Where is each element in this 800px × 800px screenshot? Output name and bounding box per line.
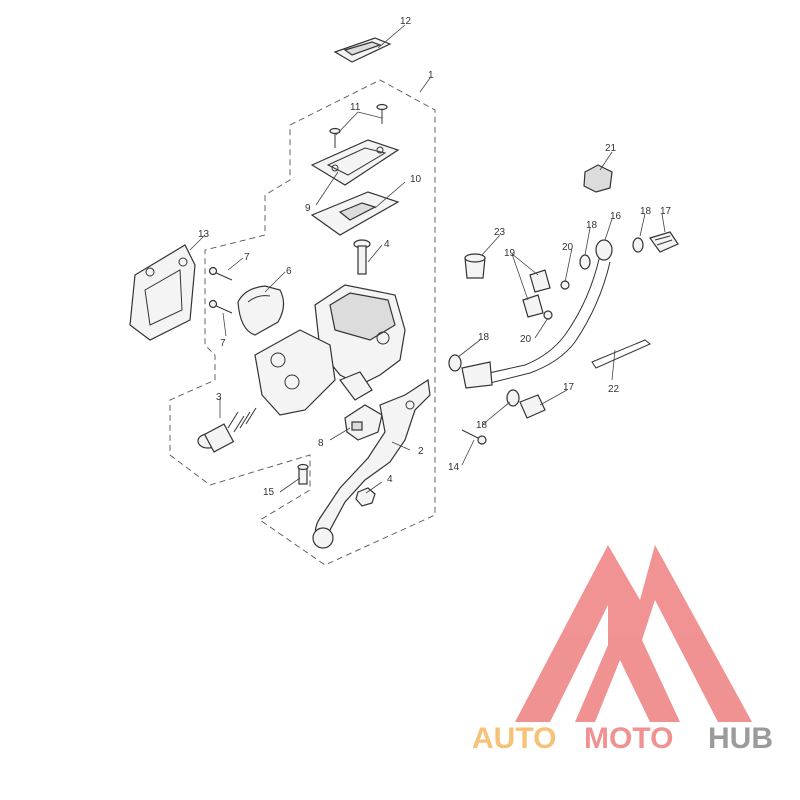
part-23-dust-cap [464, 253, 486, 279]
callout-18-lower: 18 [476, 420, 488, 431]
part-18-washer-upper-left [579, 254, 591, 270]
part-17-banjo-bolt-upper [649, 231, 679, 253]
callout-15: 15 [263, 487, 275, 498]
part-19-hose-clips [522, 269, 551, 318]
part-11-cap-screws [329, 103, 388, 148]
part-18-washer-lower-left [448, 354, 462, 372]
part-8-brake-light-switch [344, 404, 383, 441]
callout-labels: 12 1 11 9 10 4 7 6 13 7 3 8 2 4 15 14 19… [198, 16, 672, 498]
callout-22: 22 [608, 384, 620, 395]
callout-20-lower: 20 [520, 334, 532, 345]
watermark-word-moto: MOTO [584, 722, 673, 755]
callout-1: 1 [428, 70, 434, 81]
part-7-clamp-bolts [208, 266, 233, 314]
leader-lines [189, 24, 666, 494]
watermark-logo-mark [515, 545, 752, 722]
watermark-logo: AUTO MOTO HUB [472, 545, 773, 755]
callout-18-upper-right: 18 [640, 206, 652, 217]
part-18-washer-upper-right [632, 237, 644, 253]
callout-7-lower: 7 [220, 338, 226, 349]
part-14-bleed-screw [461, 429, 487, 445]
callout-18-lower-left: 18 [478, 332, 490, 343]
callout-10: 10 [410, 174, 422, 185]
part-6-handlebar-clamp [237, 285, 285, 336]
callout-4-lower: 4 [387, 474, 393, 485]
part-13-switch-cover [129, 244, 196, 341]
part-3-piston-assembly [197, 407, 257, 453]
watermark-word-auto: AUTO [472, 722, 556, 755]
part-2-brake-lever [312, 378, 431, 549]
callout-16: 16 [610, 211, 622, 222]
part-12-reservoir-cap-cover [333, 37, 392, 63]
callout-19: 19 [504, 248, 516, 259]
part-22-switch-wire [591, 339, 651, 369]
watermark-word-hub: HUB [708, 722, 773, 755]
part-9-reservoir-cap [310, 139, 400, 186]
callout-7-upper: 7 [244, 252, 250, 263]
callout-9: 9 [305, 203, 311, 214]
part-17-banjo-bolt-lower [519, 394, 546, 419]
part-21-hose-guide [583, 164, 613, 193]
master-cylinder-body [254, 284, 406, 416]
callout-2: 2 [418, 446, 424, 457]
part-18-washer-lower [506, 389, 520, 407]
callout-4-upper: 4 [384, 239, 390, 250]
callout-6: 6 [286, 266, 292, 277]
callout-11: 11 [350, 102, 361, 113]
callout-20-upper: 20 [562, 242, 574, 253]
part-4-pivot-bolt [353, 239, 371, 275]
callout-12: 12 [400, 16, 412, 27]
part-4-lever-nut [355, 487, 376, 507]
callout-17-upper: 17 [660, 206, 672, 217]
callout-23: 23 [494, 227, 506, 238]
part-15-screw [297, 463, 309, 485]
part-10-diaphragm [310, 191, 400, 236]
callout-3: 3 [216, 392, 222, 403]
callout-13: 13 [198, 229, 210, 240]
callout-14: 14 [448, 462, 460, 473]
callout-17-lower: 17 [563, 382, 575, 393]
callout-21: 21 [605, 143, 617, 154]
callout-8: 8 [318, 438, 324, 449]
callout-18-upper-left: 18 [586, 220, 598, 231]
assembly-outline [169, 79, 436, 566]
part-16-brake-hose [461, 239, 613, 389]
